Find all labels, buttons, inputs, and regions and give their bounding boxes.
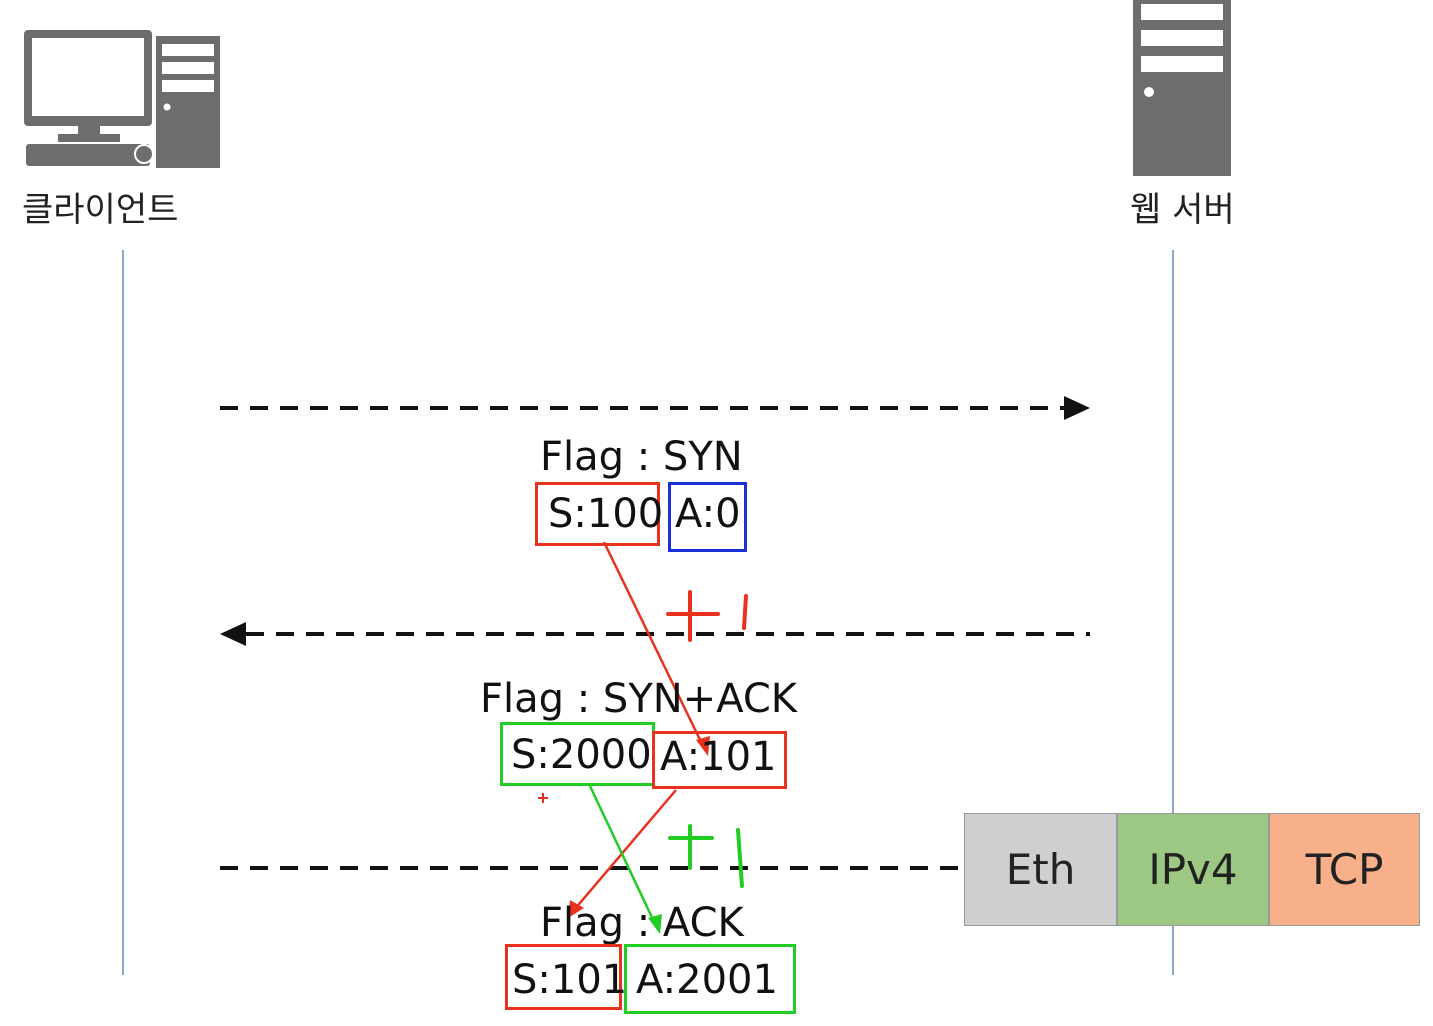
syn-arrow-head	[1064, 396, 1090, 420]
small-plus-red	[538, 793, 548, 803]
syn-flag-label: Flag : SYN	[540, 434, 743, 480]
synack-arrow-head	[220, 622, 246, 646]
packet-layer-tcp: TCP	[1269, 813, 1420, 926]
ack-to-seq-red-arrow	[573, 789, 677, 911]
client-label: 클라이언트	[22, 190, 179, 230]
packet-layer-ipv4: IPv4	[1117, 813, 1269, 926]
syn-ack-value: A:0	[675, 491, 741, 537]
ack-ack-box	[624, 944, 796, 1014]
ack-seq-value: S:101	[512, 957, 628, 1003]
synack-ack-box	[652, 731, 787, 789]
ack-seq-box	[505, 944, 622, 1010]
server-label: 웹 서버	[1130, 190, 1235, 230]
ack-flag-label: Flag : ACK	[540, 900, 744, 946]
plus-one-red-handwriting	[666, 590, 748, 642]
synack-seq-value: S:2000	[511, 732, 652, 778]
packet-layer-eth: Eth	[964, 813, 1117, 926]
syn-ack-box	[668, 482, 747, 552]
synack-flag-label: Flag : SYN+ACK	[480, 676, 798, 722]
ack-ack-value: A:2001	[636, 957, 778, 1003]
syn-seq-value: S:100	[548, 491, 664, 537]
synack-ack-value: A:101	[660, 734, 777, 780]
plus-one-green-handwriting	[668, 824, 744, 888]
syn-seq-box	[535, 482, 660, 546]
